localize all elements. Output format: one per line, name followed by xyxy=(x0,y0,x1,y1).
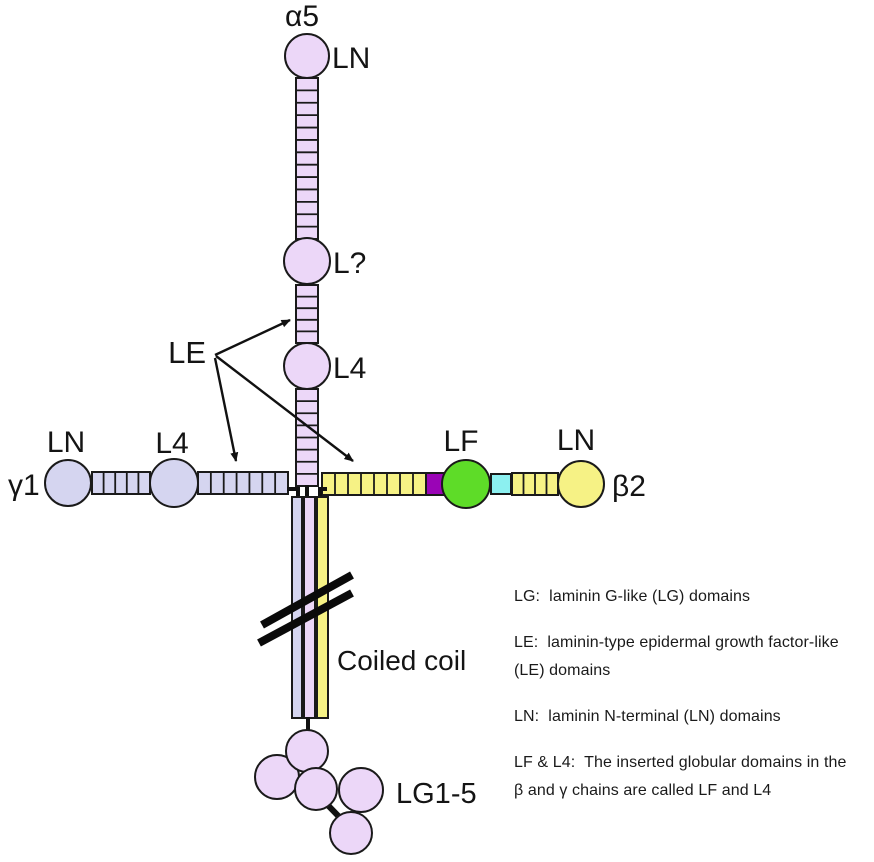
beta2-cyan-insert-segment xyxy=(490,473,512,495)
beta2-elbow-connector xyxy=(318,487,327,498)
lg-domain-circle-top xyxy=(285,729,329,773)
beta2-lf-domain-circle xyxy=(441,459,491,509)
break-mark-upper-line xyxy=(260,571,354,629)
lg-domain-circle-right xyxy=(338,767,384,813)
legend-item-lg: LG: laminin G-like (LG) domains xyxy=(514,583,874,611)
alpha5-le-rod-middle xyxy=(295,284,319,344)
legend-item-ln: LN: laminin N-terminal (LN) domains xyxy=(514,703,874,731)
alpha5-l-unknown-label: L? xyxy=(333,247,366,280)
gamma1-ln-domain-circle xyxy=(44,459,92,507)
le-pointer-arrows xyxy=(213,318,354,462)
legend-line: LE: laminin-type epidermal growth factor… xyxy=(514,634,839,651)
le-arrow-to-beta-rod xyxy=(215,355,354,462)
le-arrow-to-gamma-rod xyxy=(213,357,239,462)
gamma1-elbow-connector xyxy=(287,487,300,498)
legend-item-lf-l4: LF & L4: The inserted globular domains i… xyxy=(514,749,874,805)
beta2-chain xyxy=(321,459,605,509)
alpha5-ln-domain-circle xyxy=(284,33,330,79)
coiled-coil xyxy=(257,496,354,732)
beta2-lf-label: LF xyxy=(443,425,478,458)
legend-line: LF & L4: The inserted globular domains i… xyxy=(514,754,847,771)
gamma1-ln-label: LN xyxy=(47,426,85,459)
coiled-coil-label: Coiled coil xyxy=(337,645,466,676)
legend-line: β and γ chains are called LF and L4 xyxy=(514,782,772,799)
legend-line: (LE) domains xyxy=(514,662,611,679)
gamma1-le-rod-inner xyxy=(91,471,151,495)
gamma1-chain xyxy=(44,458,289,508)
beta2-chain-label: β2 xyxy=(612,470,646,503)
le-label: LE xyxy=(168,335,206,370)
alpha5-ln-label: LN xyxy=(332,42,370,75)
alpha5-l4-domain-circle xyxy=(283,342,331,390)
legend-line: LG: laminin G-like (LG) domains xyxy=(514,588,751,605)
break-mark-lower-line xyxy=(257,589,354,647)
alpha5-l4-label: L4 xyxy=(333,352,366,385)
alpha5-l-unknown-domain-circle xyxy=(283,237,331,285)
gamma1-chain-label: γ1 xyxy=(8,469,40,502)
junction-connectors xyxy=(287,485,327,498)
beta2-ln-label: LN xyxy=(557,424,595,457)
lg-domain-circle-middle xyxy=(294,767,338,811)
lg1-5-label: LG1-5 xyxy=(396,778,477,810)
beta2-ln-domain-circle xyxy=(557,460,605,508)
lg1-5-cluster xyxy=(254,729,384,855)
alpha5-chain xyxy=(283,33,331,487)
gamma1-l4-label: L4 xyxy=(155,427,188,460)
legend-item-le: LE: laminin-type epidermal growth factor… xyxy=(514,629,874,685)
lg-domain-circle-bottom xyxy=(329,811,373,855)
alpha5-chain-label: α5 xyxy=(285,0,319,33)
coiled-coil-alpha-strand xyxy=(303,496,316,719)
legend-line: LN: laminin N-terminal (LN) domains xyxy=(514,708,781,725)
diagram-labels: α5 LN L? L4 LE LN L4 γ1 LF LN β2 Coiled … xyxy=(8,0,646,810)
gamma1-l4-domain-circle xyxy=(149,458,199,508)
le-arrow-to-alpha-rod xyxy=(214,318,291,357)
